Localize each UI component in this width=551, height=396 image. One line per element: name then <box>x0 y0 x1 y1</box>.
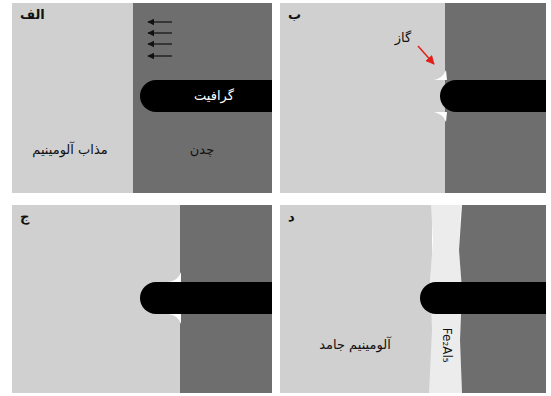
graphite-rod <box>440 80 546 112</box>
flow-arrows <box>148 22 172 56</box>
panel: ج <box>12 205 272 393</box>
melt-label: مذاب آلومینیم <box>32 142 107 158</box>
panel-letter: ج <box>20 209 29 224</box>
panel: د <box>280 205 546 393</box>
panel: ب <box>280 3 546 193</box>
solid-aluminium-label: آلومینیم جامد <box>319 337 391 353</box>
graphite-rod <box>140 282 272 314</box>
gas-pocket <box>434 70 447 80</box>
gas-pocket <box>168 272 181 282</box>
panel-letter: الف <box>20 7 45 22</box>
gas-pocket <box>168 314 181 324</box>
gas-pointer <box>418 46 434 64</box>
gas-label: گاز <box>395 30 411 46</box>
graphite-label: گرافیت <box>194 88 234 104</box>
panel-letter: ب <box>288 7 301 22</box>
cast-iron-region <box>133 3 272 193</box>
melt-region <box>12 3 133 193</box>
panel-letter: د <box>288 209 295 224</box>
cast-iron-label: چدن <box>190 142 214 158</box>
intermetallic-label: Fe₂Al₅ <box>439 328 453 363</box>
gas-pocket <box>434 112 447 122</box>
graphite-rod <box>420 282 546 314</box>
melt-region <box>280 3 445 193</box>
graphite-rod <box>140 80 272 112</box>
solid-aluminium-region <box>280 205 432 393</box>
